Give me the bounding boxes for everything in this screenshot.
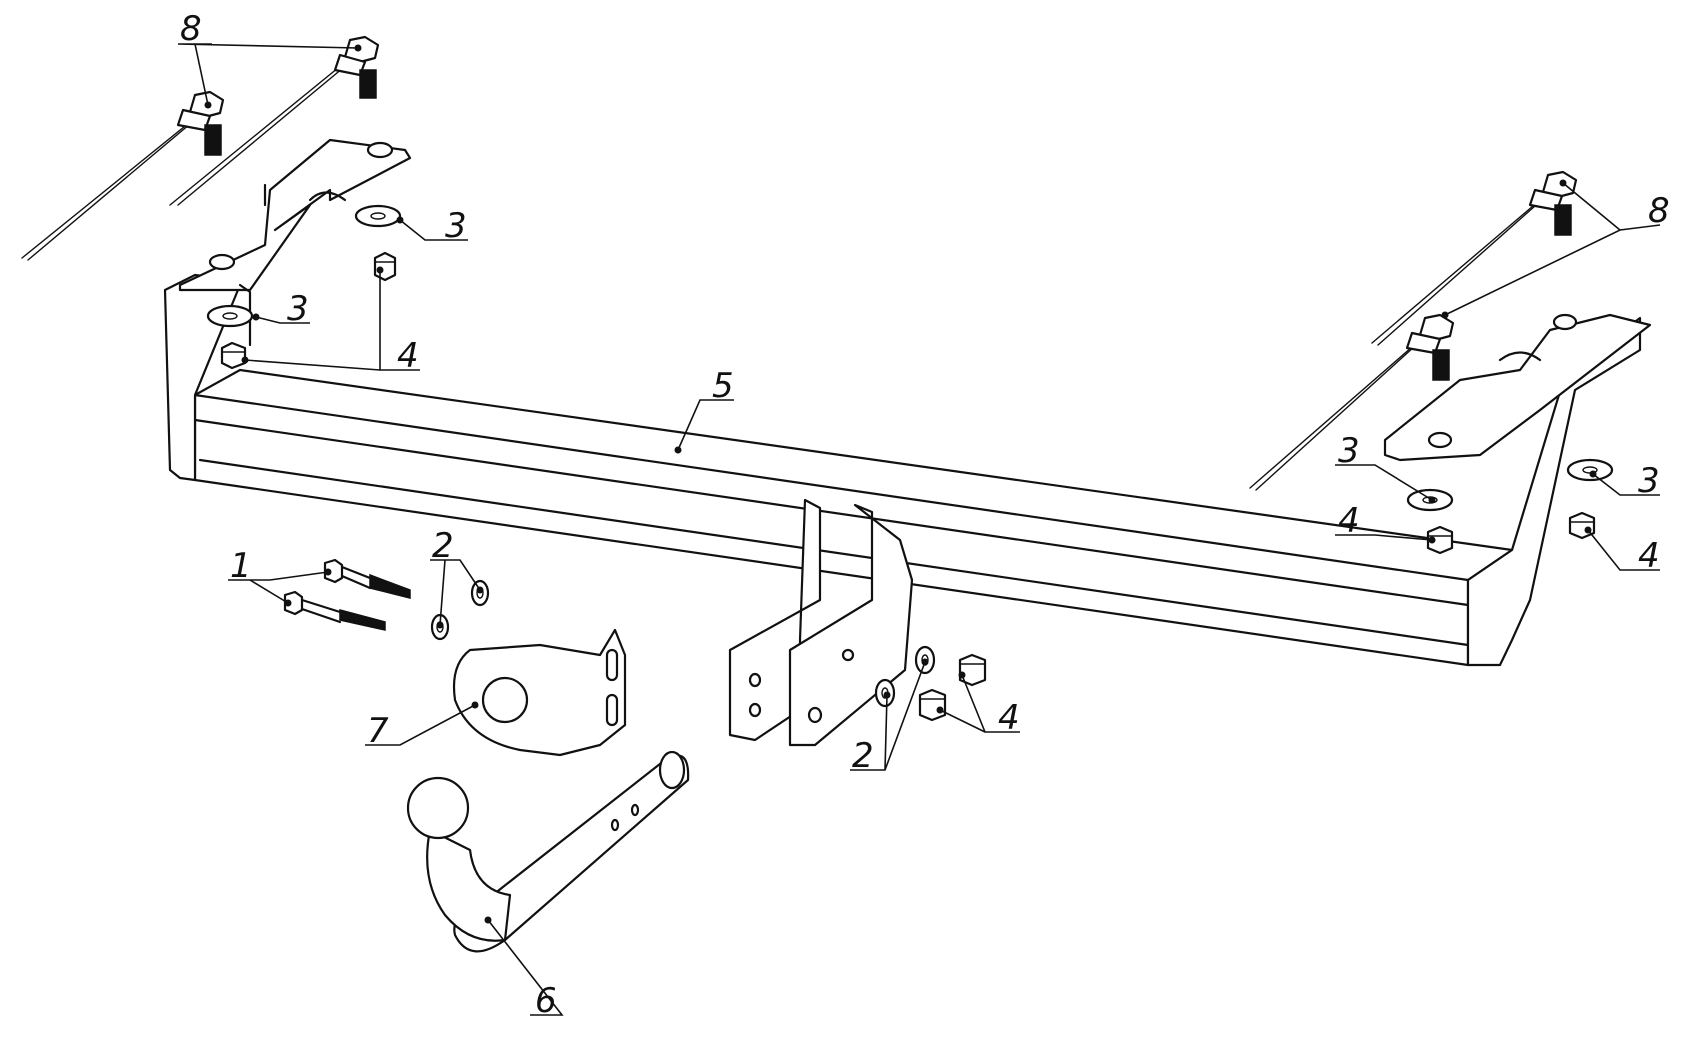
socket-hole-icon <box>481 676 529 724</box>
label-part-3: 3 <box>1638 461 1660 501</box>
label-part-8: 8 <box>1648 191 1670 231</box>
plate-hole-icon <box>841 648 855 662</box>
nut-icon <box>220 341 247 370</box>
cross-beam <box>193 368 1514 667</box>
nut-icon <box>1426 525 1454 555</box>
socket-slot-icon <box>605 693 619 727</box>
bar-hole-icon <box>610 818 620 832</box>
washer-icon <box>354 204 402 228</box>
bar-end-icon <box>658 750 686 790</box>
label-part-4: 4 <box>1338 501 1360 541</box>
right-bracket-hole-icon <box>1427 431 1453 449</box>
label-part-4: 4 <box>397 336 419 376</box>
socket-slot-icon <box>605 648 619 682</box>
washers <box>206 204 1614 708</box>
left-bracket-hole-icon <box>208 253 236 271</box>
label-part-4: 4 <box>1638 536 1660 576</box>
label-part-2: 2 <box>432 526 454 566</box>
guide-bolt-icon <box>21 90 225 261</box>
leader-lines <box>177 43 1661 1016</box>
label-part-3: 3 <box>1338 431 1360 471</box>
leader-dots <box>204 44 1597 924</box>
label-part-5: 5 <box>712 366 734 406</box>
left-bracket-hole-icon <box>366 141 394 159</box>
right-bracket-hole-icon <box>1552 313 1578 331</box>
guide-bolt-icon <box>1249 313 1455 491</box>
nut-icon <box>958 653 987 687</box>
label-part-6: 6 <box>535 981 557 1021</box>
right-bracket <box>1383 313 1652 667</box>
part-labels: 8 8 3 3 3 3 4 4 4 4 5 1 2 2 7 6 <box>180 9 1670 1021</box>
bolts <box>283 558 411 631</box>
label-part-4: 4 <box>998 698 1020 738</box>
washer-icon <box>1566 458 1614 482</box>
guide-bolt-icon <box>1371 170 1578 346</box>
label-part-1: 1 <box>230 546 252 586</box>
label-part-2: 2 <box>852 736 874 776</box>
label-part-8: 8 <box>180 9 202 49</box>
nut-icon <box>373 251 397 282</box>
ball-icon <box>406 776 470 840</box>
label-part-3: 3 <box>287 289 309 329</box>
plate-hole-icon <box>748 702 762 718</box>
nut-icon <box>918 688 947 722</box>
label-part-3: 3 <box>445 206 467 246</box>
plate-hole-icon <box>807 706 823 724</box>
guide-bolts <box>21 35 1578 491</box>
label-part-7: 7 <box>367 711 389 751</box>
washer-icon <box>206 304 254 328</box>
guide-bolt-icon <box>169 35 380 206</box>
bar-hole-icon <box>630 803 640 817</box>
plate-hole-icon <box>748 672 762 688</box>
tow-ball <box>406 750 690 953</box>
socket-plate <box>452 628 627 757</box>
